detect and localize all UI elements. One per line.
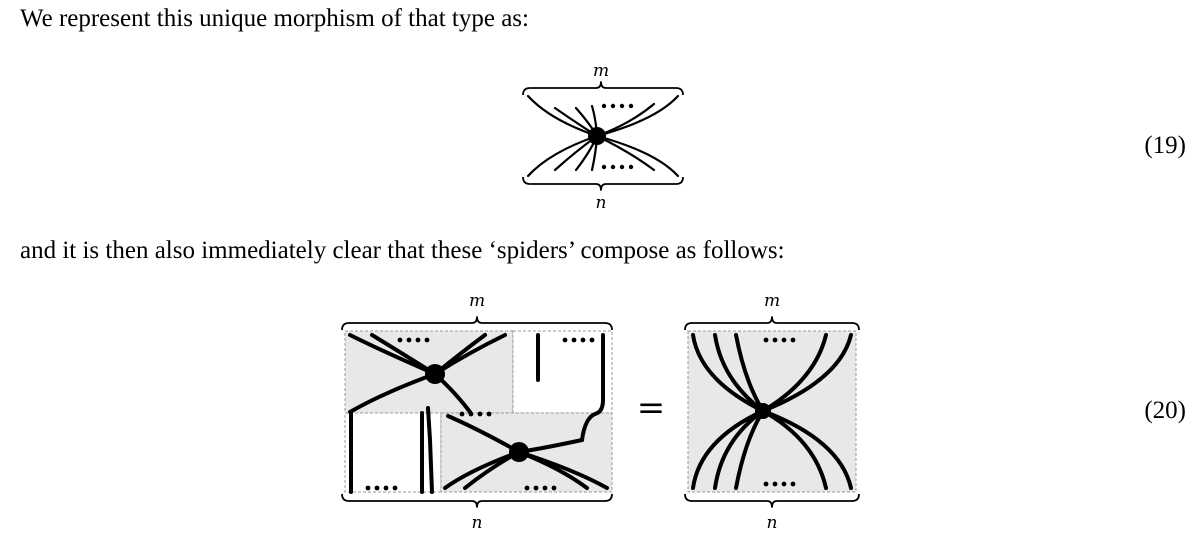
ellipsis-dots bbox=[365, 337, 595, 491]
equation-number-19: (19) bbox=[1144, 132, 1186, 159]
paragraph-line-1: We represent this unique morphism of tha… bbox=[20, 5, 529, 32]
label-n: n bbox=[767, 513, 778, 533]
label-n: n bbox=[472, 513, 483, 533]
bottom-brace bbox=[684, 493, 860, 508]
identity-panel-lower-left bbox=[344, 412, 442, 493]
identity-panel-upper-right bbox=[512, 330, 613, 414]
spider-node-lower bbox=[509, 442, 529, 462]
bottom-brace bbox=[522, 176, 684, 191]
paragraph-line-2: and it is then also immediately clear th… bbox=[20, 237, 785, 264]
composition-diagram-lhs: m bbox=[341, 291, 613, 533]
bottom-brace bbox=[341, 493, 613, 508]
label-m: m bbox=[764, 291, 780, 311]
spider-legs bbox=[691, 333, 853, 490]
label-n: n bbox=[596, 193, 607, 213]
top-brace bbox=[684, 316, 860, 331]
label-m: m bbox=[593, 61, 609, 81]
ellipsis-dots bbox=[763, 337, 796, 487]
lower-spider-legs bbox=[443, 414, 609, 490]
equals-sign: = bbox=[637, 388, 666, 428]
spider-diagram-19: m n bbox=[522, 61, 684, 213]
identity-wires bbox=[349, 333, 605, 494]
composition-diagram-rhs: m n bbox=[684, 291, 860, 533]
spider-panel bbox=[687, 330, 857, 493]
spider-node bbox=[755, 403, 771, 419]
label-m: m bbox=[469, 291, 485, 311]
top-brace bbox=[341, 316, 613, 331]
spider-node-upper bbox=[425, 364, 445, 384]
spider-node bbox=[588, 127, 606, 145]
top-brace bbox=[522, 81, 684, 96]
ellipsis-dots bbox=[601, 103, 634, 170]
equation-number-20: (20) bbox=[1144, 397, 1186, 424]
